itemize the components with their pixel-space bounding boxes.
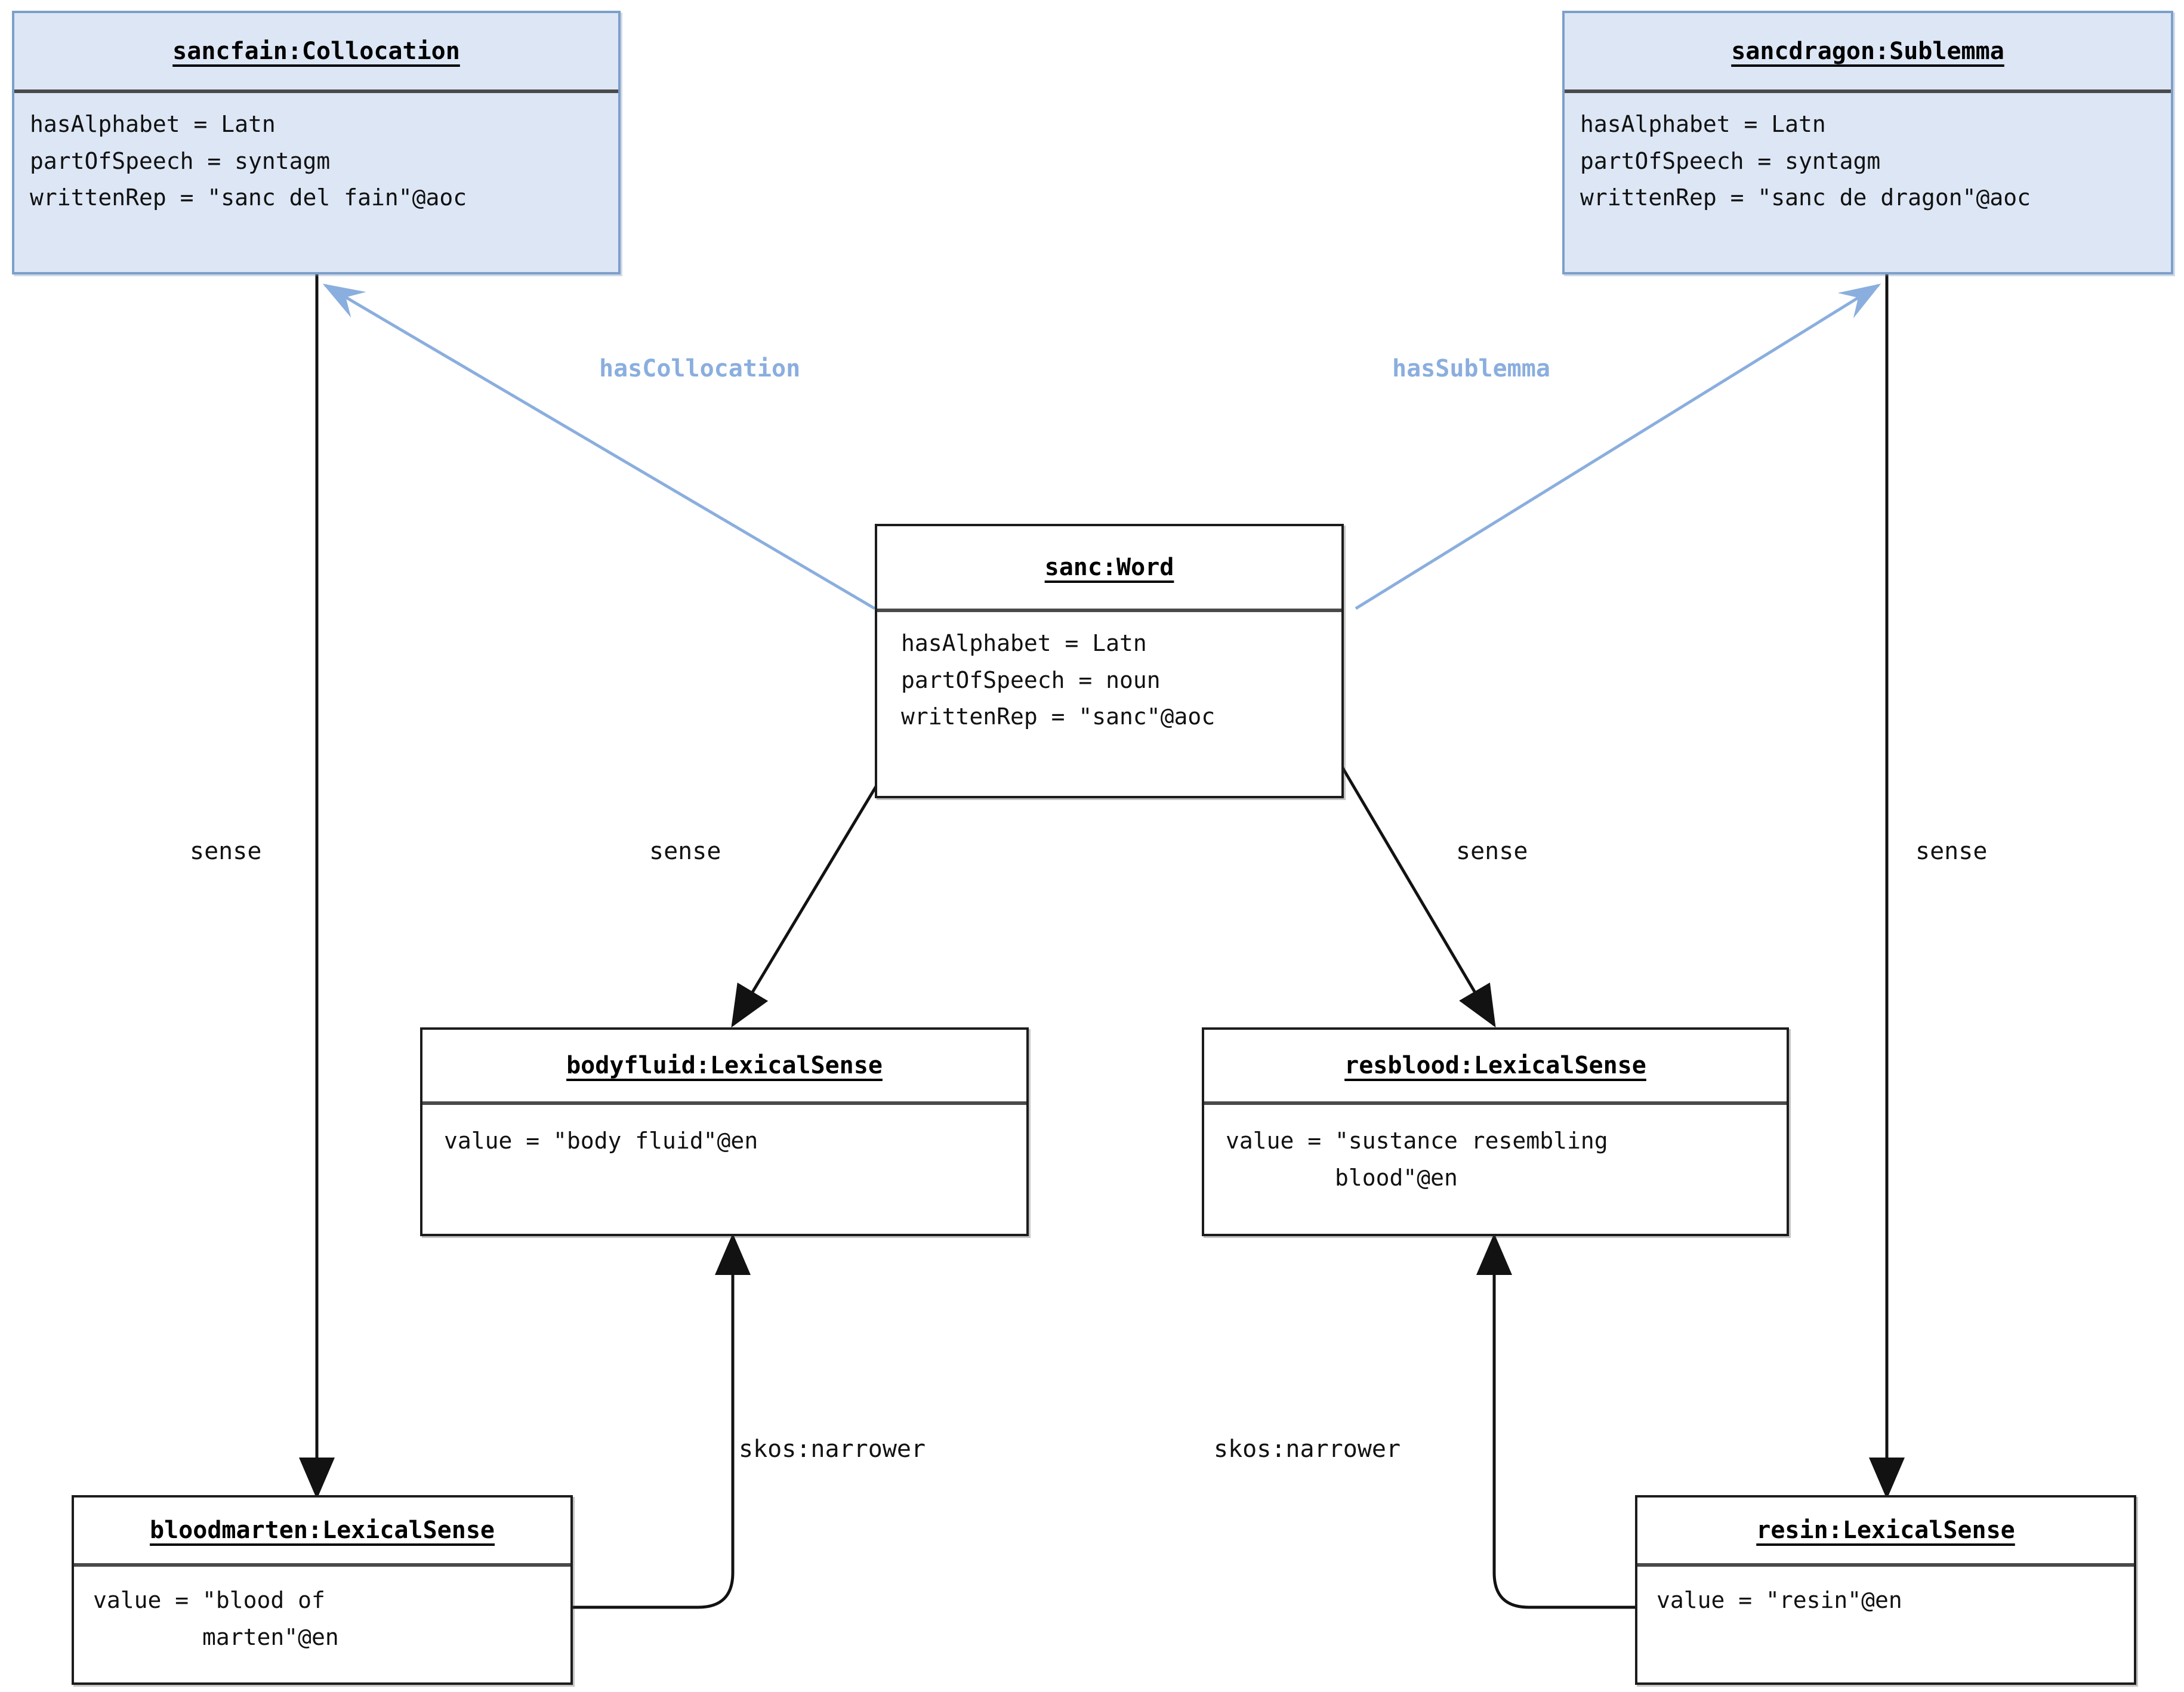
edge-label-sense-1: sense	[190, 838, 262, 865]
node-title-sanc-word: sanc:Word	[877, 526, 1341, 612]
attr-row: partOfSpeech = syntagm	[1580, 147, 1881, 174]
attr-row: partOfSpeech = syntagm	[30, 147, 331, 174]
attr-row: value = "sustance resembling	[1226, 1128, 1608, 1154]
node-sancdragon[interactable]: sancdragon:Sublemma hasAlphabet = Latn p…	[1562, 11, 2173, 274]
node-sanc-word[interactable]: sanc:Word hasAlphabet = Latn partOfSpeec…	[875, 524, 1344, 798]
attr-row: value = "resin"@en	[1656, 1587, 1902, 1613]
node-title-sancdragon: sancdragon:Sublemma	[1565, 13, 2171, 93]
node-resin[interactable]: resin:LexicalSense value = "resin"@en	[1635, 1495, 2136, 1685]
attr-row: blood"@en	[1226, 1164, 1458, 1191]
attr-row: partOfSpeech = noun	[901, 666, 1161, 693]
node-resblood[interactable]: resblood:LexicalSense value = "sustance …	[1202, 1027, 1789, 1236]
edge-label-sense-2: sense	[649, 838, 721, 865]
attr-row: value = "body fluid"@en	[444, 1128, 758, 1154]
node-body-resblood: value = "sustance resembling blood"@en	[1204, 1105, 1787, 1196]
node-title-bodyfluid: bodyfluid:LexicalSense	[422, 1030, 1026, 1105]
node-body-bloodmarten: value = "blood of marten"@en	[74, 1567, 570, 1656]
attr-row: hasAlphabet = Latn	[901, 630, 1147, 656]
edge-label-sense-3: sense	[1456, 838, 1528, 865]
attr-row: hasAlphabet = Latn	[1580, 111, 1826, 137]
node-body-bodyfluid: value = "body fluid"@en	[422, 1105, 1026, 1160]
attr-row: hasAlphabet = Latn	[30, 111, 276, 137]
attr-row: value = "blood of	[93, 1587, 325, 1613]
attr-row: writtenRep = "sanc del fain"@aoc	[30, 184, 467, 211]
edge-hassublemma	[1355, 283, 1881, 610]
node-body-resin: value = "resin"@en	[1637, 1567, 2134, 1619]
node-title-sancfain: sancfain:Collocation	[14, 13, 618, 93]
node-body-sancfain: hasAlphabet = Latn partOfSpeech = syntag…	[14, 93, 618, 217]
edge-label-hassublemma: hasSublemma	[1392, 355, 1550, 382]
node-bodyfluid[interactable]: bodyfluid:LexicalSense value = "body flu…	[420, 1027, 1029, 1236]
attr-row: marten"@en	[93, 1623, 339, 1650]
edge-skosnarrower-resin-resblood	[1476, 1233, 1635, 1609]
attr-row: writtenRep = "sanc de dragon"@aoc	[1580, 184, 2031, 211]
edge-label-skosnarrower-2: skos:narrower	[1214, 1435, 1401, 1463]
edge-label-skosnarrower-1: skos:narrower	[739, 1435, 926, 1463]
attr-row: writtenRep = "sanc"@aoc	[901, 703, 1216, 730]
edge-label-sense-4: sense	[1915, 838, 1988, 865]
node-bloodmarten[interactable]: bloodmarten:LexicalSense value = "blood …	[72, 1495, 573, 1685]
node-title-bloodmarten: bloodmarten:LexicalSense	[74, 1498, 570, 1567]
node-title-resblood: resblood:LexicalSense	[1204, 1030, 1787, 1105]
edge-sense-sanc-bodyfluid	[731, 757, 895, 1028]
edge-sense-sanc-resblood	[1335, 757, 1496, 1028]
node-body-sanc-word: hasAlphabet = Latn partOfSpeech = noun w…	[877, 612, 1341, 736]
node-body-sancdragon: hasAlphabet = Latn partOfSpeech = syntag…	[1565, 93, 2171, 217]
node-title-resin: resin:LexicalSense	[1637, 1498, 2134, 1567]
node-sancfain[interactable]: sancfain:Collocation hasAlphabet = Latn …	[12, 11, 621, 274]
edge-label-hascollocation: hasCollocation	[599, 355, 801, 382]
edge-hascollocation	[322, 283, 876, 610]
edge-skosnarrower-bloodmarten-bodyfluid	[573, 1233, 751, 1609]
